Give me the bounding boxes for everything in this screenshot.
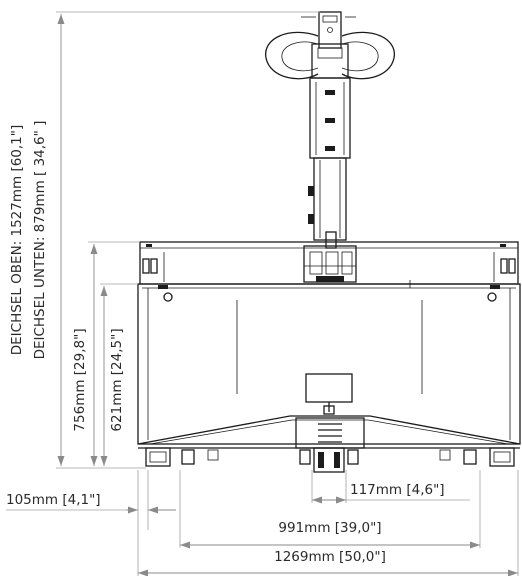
tiller-base [303, 245, 357, 283]
chassis-body [137, 280, 521, 445]
dim-label-tiller-top: DEICHSEL OBEN: 1527mm [60,1"] [9, 125, 25, 356]
tiller-handle [265, 11, 395, 80]
dimension-labels: DEICHSEL OBEN: 1527mm [60,1"] DEICHSEL U… [6, 121, 445, 565]
pallet-truck-front-view [137, 11, 521, 473]
dim-label-1269: 1269mm [50,0"] [274, 549, 386, 565]
chassis-lower [137, 415, 521, 449]
dim-label-tiller-bottom: DEICHSEL UNTEN: 879mm [ 34,6" ] [32, 121, 48, 360]
wheels [145, 447, 515, 473]
dim-label-117: 117mm [4,6"] [350, 482, 445, 498]
dimension-lines [6, 11, 519, 576]
dim-label-105: 105mm [4,1"] [6, 492, 101, 508]
tiller-arm [308, 77, 351, 249]
dim-label-991: 991mm [39,0"] [278, 520, 381, 536]
dim-label-621: 621mm [24,5"] [109, 328, 125, 431]
dim-label-756: 756mm [29,8"] [72, 328, 88, 431]
